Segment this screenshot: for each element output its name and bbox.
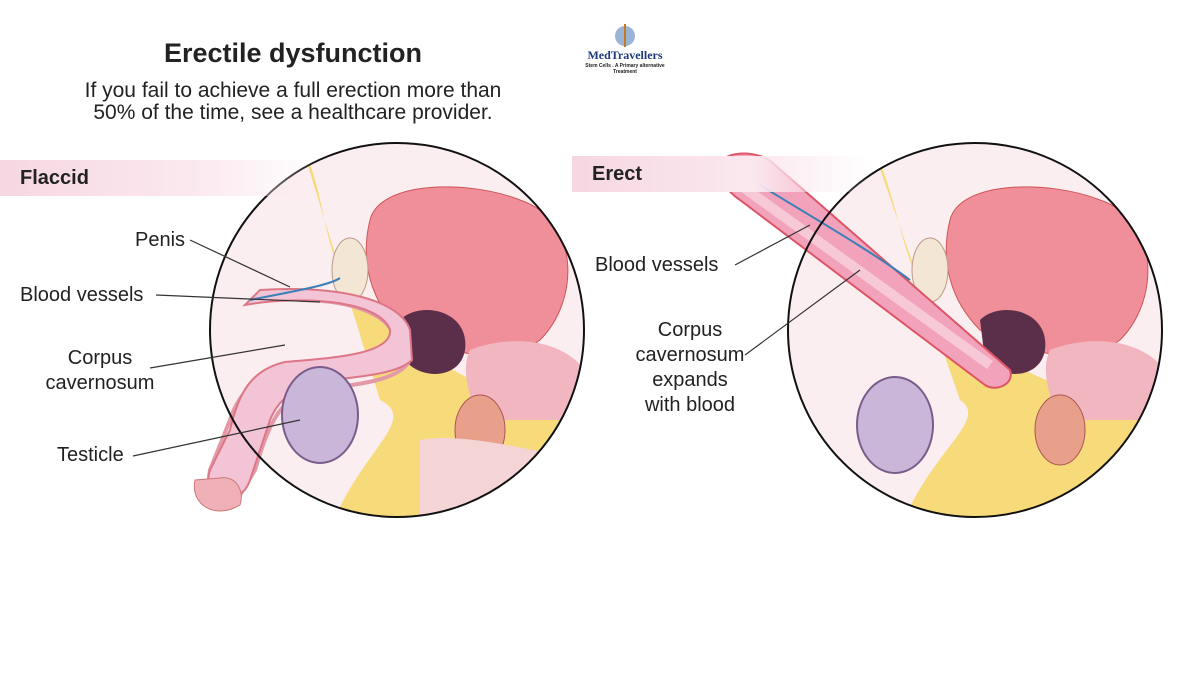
- subtitle-line: If you fail to achieve a full erection m…: [84, 79, 502, 102]
- logo-name: MedTravellers: [587, 48, 663, 62]
- label-line: Corpus: [67, 347, 133, 369]
- testicle: [281, 366, 359, 464]
- label-line: Corpus: [657, 319, 723, 341]
- rectum: [465, 341, 584, 420]
- leader-lines: [132, 239, 321, 457]
- label-corpus-cavernosum: Corpus cavernosum: [20, 346, 180, 396]
- label-blood-vessels-erect: Blood vessels: [595, 254, 719, 276]
- testicle: [856, 376, 934, 474]
- logo-tagline: Stem Cells . A Primary alternative Treat…: [585, 63, 665, 75]
- logo: MedTravellers Stem Cells . A Primary alt…: [575, 22, 675, 75]
- label-penis: Penis: [135, 229, 186, 251]
- erect-heading: Erect: [572, 156, 872, 192]
- label-corpus-expands: Corpus cavernosum expands with blood: [610, 318, 770, 418]
- globe-caduceus-icon: [615, 24, 635, 47]
- leader-line-blood-vessels: [155, 294, 321, 303]
- corpus-cavernosum: [737, 180, 993, 370]
- section-outline: [209, 142, 585, 518]
- prostate: [400, 310, 466, 374]
- leader-line-corpus: [149, 344, 286, 369]
- label-testicle: Testicle: [57, 444, 124, 466]
- rectum: [1045, 341, 1162, 420]
- sphincter: [1034, 394, 1086, 466]
- page-title: Erectile dysfunction: [163, 38, 423, 68]
- label-line: cavernosum: [635, 344, 745, 366]
- label-line: expands: [652, 369, 728, 391]
- label-line: with blood: [644, 394, 736, 416]
- subtitle-line: 50% of the time, see a healthcare provid…: [93, 101, 493, 124]
- label-line: cavernosum: [45, 372, 155, 394]
- leader-line-blood-vessels: [734, 224, 811, 266]
- perineum: [420, 437, 584, 517]
- erect-cross-section: [718, 142, 1163, 518]
- leader-line-corpus: [744, 269, 861, 356]
- label-blood-vessels: Blood vessels: [20, 284, 144, 306]
- subtitle: If you fail to achieve a full erection m…: [40, 80, 546, 124]
- fat-layer: [300, 143, 584, 517]
- blood-vessel: [249, 277, 341, 301]
- section-outline: [787, 142, 1163, 518]
- glans: [193, 477, 242, 512]
- fat-layer: [870, 143, 1162, 517]
- blood-vessel: [759, 184, 911, 281]
- flaccid-cross-section: [132, 142, 585, 518]
- leader-line-penis: [189, 239, 291, 288]
- leader-line-testicle: [132, 419, 301, 457]
- flaccid-heading: Flaccid: [0, 160, 320, 196]
- leader-lines: [734, 224, 861, 356]
